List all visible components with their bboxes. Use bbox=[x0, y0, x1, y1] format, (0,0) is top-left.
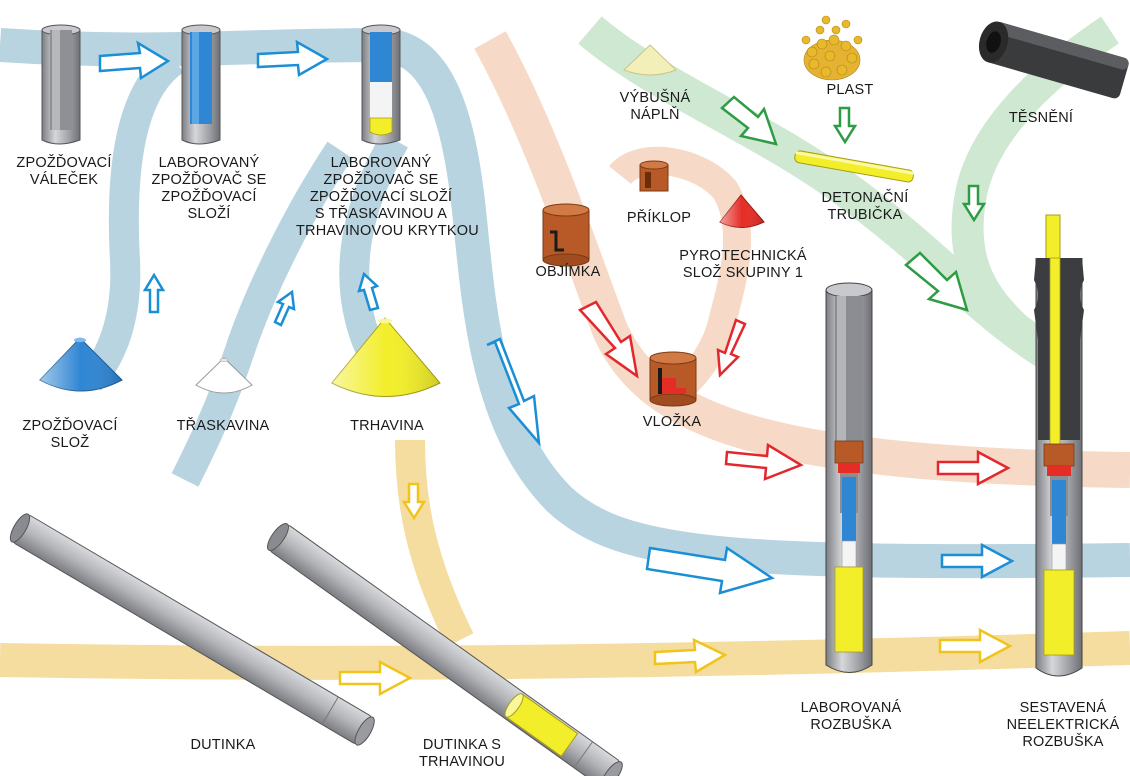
delay-element-filled bbox=[182, 25, 220, 144]
label-primary-explosive: TŘASKAVINA bbox=[166, 418, 280, 435]
delay-element-with-primer bbox=[362, 25, 400, 144]
arrow-green-2 bbox=[835, 108, 855, 142]
empty-shell-tube bbox=[7, 511, 378, 748]
arrow-blue-up-1 bbox=[145, 275, 163, 312]
label-cover-cup: PŘÍKLOP bbox=[612, 210, 706, 227]
label-secondary-explosive: TRHAVINA bbox=[340, 418, 434, 435]
delay-cylinder-empty bbox=[42, 25, 80, 144]
label-plastic: PLAST bbox=[822, 82, 878, 99]
plastic-granules bbox=[802, 16, 862, 80]
cover-cup bbox=[640, 161, 668, 191]
label-seal: TĚSNĚNÍ bbox=[998, 110, 1084, 127]
label-sleeve: OBJÍMKA bbox=[520, 264, 616, 281]
label-insert: VLOŽKA bbox=[630, 414, 714, 431]
sleeve bbox=[543, 204, 589, 266]
arrow-blue-up-2 bbox=[275, 292, 294, 325]
label-shell: DUTINKA bbox=[178, 737, 268, 754]
assembled-detonator bbox=[826, 283, 872, 673]
insert-assembly bbox=[650, 352, 696, 406]
nonelectric-detonator bbox=[1034, 215, 1084, 676]
